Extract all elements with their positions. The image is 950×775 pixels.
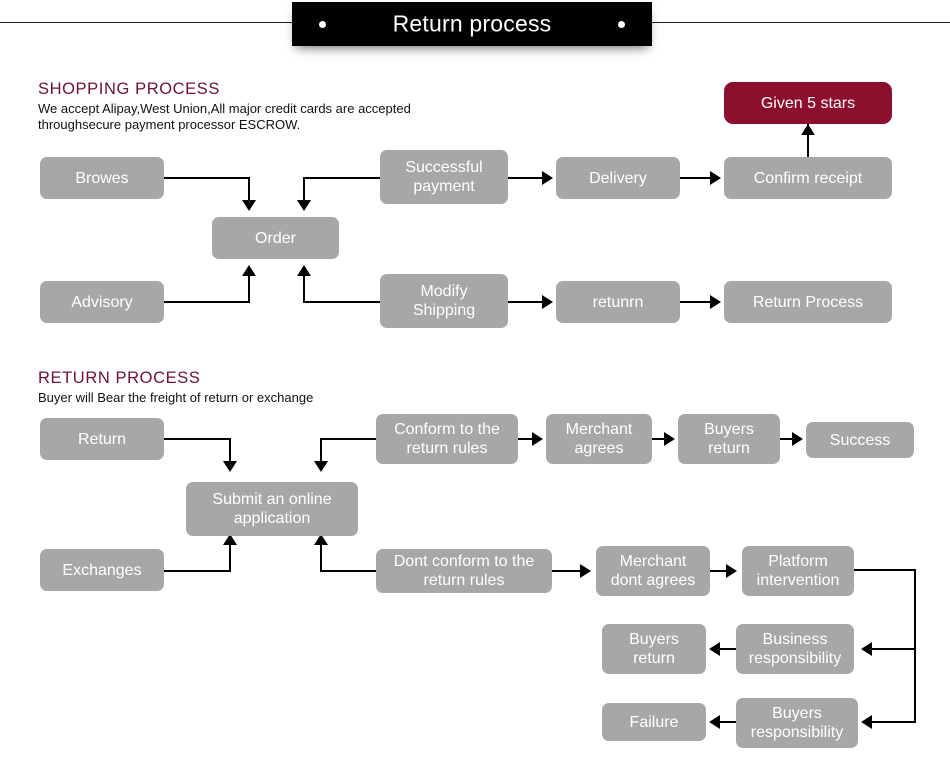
flow-node-submit-online-app: Submit an online application — [186, 482, 358, 536]
connector-dontconform-to-submit-v — [320, 545, 322, 572]
flow-node-confirm-receipt: Confirm receipt — [724, 157, 892, 199]
flow-node-merchant-agrees: Merchant agrees — [546, 414, 652, 464]
arrowhead-bus-to-buyersresp — [861, 715, 872, 729]
shopping-process-heading: SHOPPING PROCESS — [38, 80, 220, 98]
connector-bus-to-business — [870, 648, 916, 650]
arrowhead-buyersreturn-to-success — [792, 432, 803, 446]
header-rule-left — [0, 22, 300, 23]
connector-conform-to-merchantagrees — [518, 438, 536, 440]
arrowhead-payment-to-delivery — [542, 171, 553, 185]
arrowhead-payment-to-order — [297, 200, 311, 211]
connector-modify-to-order-v — [303, 276, 305, 303]
header-banner: Return process — [292, 2, 652, 46]
arrowhead-bus-to-business — [861, 642, 872, 656]
arrowhead-business-to-buyersreturn — [709, 642, 720, 656]
arrowhead-modify-to-order — [297, 265, 311, 276]
connector-conform-to-submit-v — [320, 438, 322, 464]
flow-node-failure: Failure — [602, 703, 706, 741]
arrowhead-merchantagrees-to-buyersreturn — [664, 432, 675, 446]
connector-business-to-buyersreturn — [718, 648, 736, 650]
connector-payment-to-order-h — [303, 177, 381, 179]
flow-node-successful-payment: Successful payment — [380, 150, 508, 204]
arrowhead-modify-to-retunrn — [542, 295, 553, 309]
arrowhead-return-to-submit — [223, 461, 237, 472]
connector-buyersresp-to-failure — [718, 721, 736, 723]
connector-advisory-to-order-h — [164, 301, 250, 303]
connector-confirm-to-stars — [807, 124, 809, 158]
connector-browes-to-order-v — [248, 177, 250, 203]
flow-node-advisory: Advisory — [40, 281, 164, 323]
header-rule-right — [650, 22, 950, 23]
connector-buyersreturn-to-success — [780, 438, 796, 440]
connector-advisory-to-order-v — [248, 276, 250, 303]
arrowhead-conform-to-submit — [314, 461, 328, 472]
arrowhead-dontconform-to-merchantdont — [580, 564, 591, 578]
flow-node-success: Success — [806, 422, 914, 458]
flow-node-exchanges: Exchanges — [40, 549, 164, 591]
flow-node-buyers-return-bottom: Buyers return — [602, 624, 706, 674]
flow-node-dont-conform-rules: Dont conform to the return rules — [376, 549, 552, 593]
arrowhead-browes-to-order — [242, 200, 256, 211]
header-dot-right-icon — [618, 21, 625, 28]
return-process-description: Buyer will Bear the freight of return or… — [38, 390, 314, 405]
arrowhead-merchantdont-to-platform — [726, 564, 737, 578]
connector-return-to-submit-h — [164, 438, 231, 440]
flow-node-retunrn: retunrn — [556, 281, 680, 323]
connector-return-to-submit-v — [229, 438, 231, 464]
flow-node-modify-shipping: Modify Shipping — [380, 274, 508, 328]
arrowhead-advisory-to-order — [242, 265, 256, 276]
arrowhead-delivery-to-confirm — [710, 171, 721, 185]
flow-node-return: Return — [40, 418, 164, 460]
arrowhead-retunrn-to-returnprocess — [710, 295, 721, 309]
arrowhead-buyersresp-to-failure — [709, 715, 720, 729]
flow-node-conform-return-rules: Conform to the return rules — [376, 414, 518, 464]
flow-node-merchant-dont-agrees: Merchant dont agrees — [596, 546, 710, 596]
connector-browes-to-order-h — [164, 177, 250, 179]
connector-payment-to-order-v — [303, 177, 305, 203]
connector-merchantdont-to-platform — [710, 570, 730, 572]
connector-conform-to-submit-h — [320, 438, 377, 440]
connector-modify-to-order-h — [303, 301, 381, 303]
shopping-process-description: We accept Alipay,West Union,All major cr… — [38, 101, 411, 132]
page-title: Return process — [392, 10, 552, 37]
arrowhead-conform-to-merchantagrees — [532, 432, 543, 446]
flow-node-buyers-return-top: Buyers return — [678, 414, 780, 464]
arrowhead-confirm-to-stars — [801, 124, 815, 135]
connector-retunrn-to-returnprocess — [680, 301, 714, 303]
arrowhead-dontconform-to-submit — [314, 534, 328, 545]
flow-node-given-5-stars: Given 5 stars — [724, 82, 892, 124]
connector-dontconform-to-submit-h — [320, 570, 377, 572]
flow-node-return-process: Return Process — [724, 281, 892, 323]
connector-dontconform-to-merchantdont — [552, 570, 584, 572]
connector-platform-bus-top — [854, 569, 916, 571]
return-process-heading: RETURN PROCESS — [38, 369, 201, 387]
arrowhead-exchanges-to-submit — [223, 534, 237, 545]
connector-exchanges-to-submit-h — [164, 570, 231, 572]
connector-payment-to-delivery — [508, 177, 546, 179]
flow-node-order: Order — [212, 217, 339, 259]
flow-node-platform-intervention: Platform intervention — [742, 546, 854, 596]
connector-bus-to-buyersresp — [870, 721, 916, 723]
connector-platform-bus-vertical — [914, 569, 916, 722]
flow-node-buyers-responsibility: Buyers responsibility — [736, 698, 858, 748]
header-dot-left-icon — [319, 21, 326, 28]
flow-node-delivery: Delivery — [556, 157, 680, 199]
connector-delivery-to-confirm — [680, 177, 714, 179]
connector-merchantagrees-to-buyersreturn — [652, 438, 668, 440]
connector-modify-to-retunrn — [508, 301, 546, 303]
flow-node-business-responsibility: Business responsibility — [736, 624, 854, 674]
flow-node-browes: Browes — [40, 157, 164, 199]
connector-exchanges-to-submit-v — [229, 545, 231, 572]
